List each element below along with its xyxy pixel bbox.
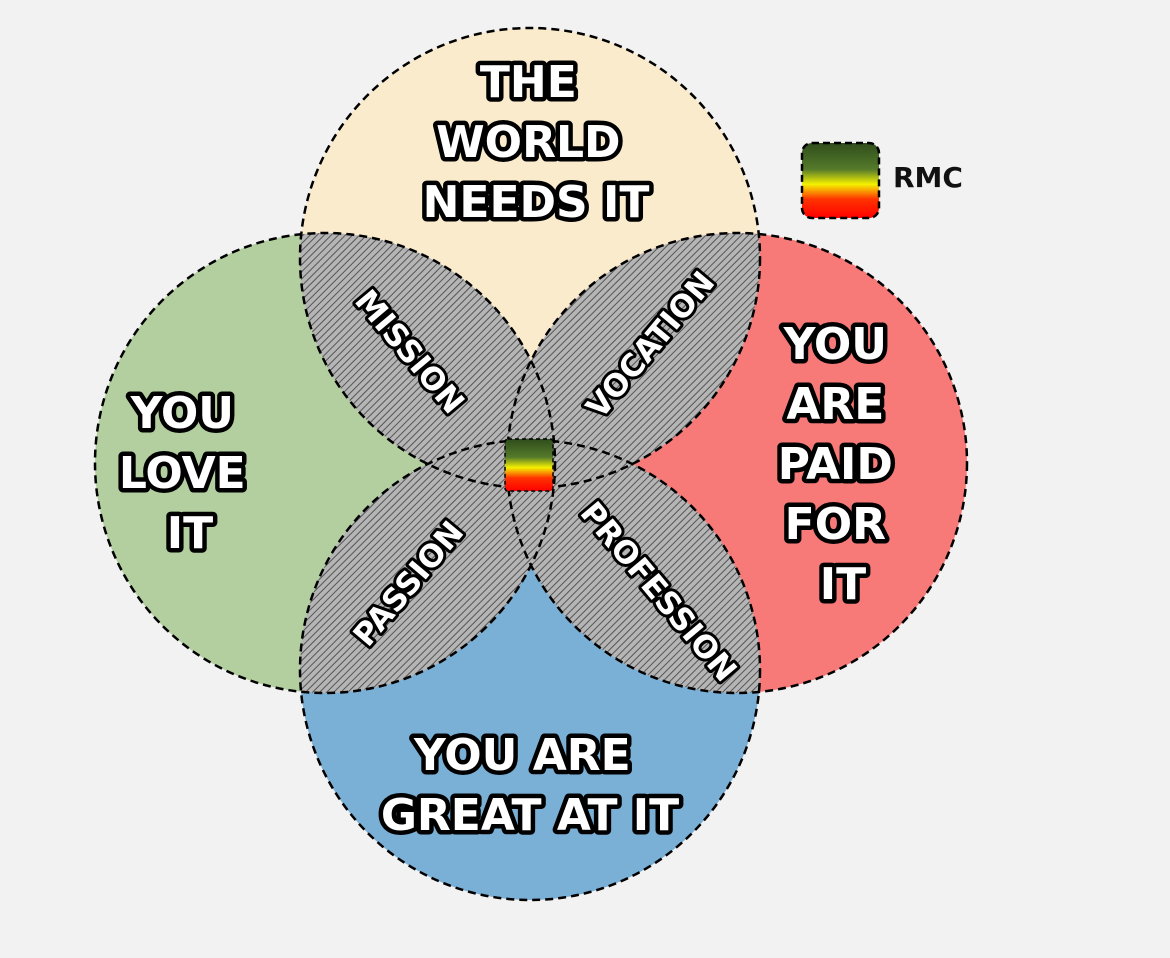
circle-left-outline [93,231,557,695]
center-rmc-square [504,438,554,492]
circle-bottom-label: YOU ARE GREAT AT IT [381,730,679,841]
circle-top-label: THE WORLD NEEDS IT [423,57,650,228]
circle-right-label: YOU ARE PAID FOR IT [778,319,908,610]
legend-rmc-label: RMC [893,161,963,194]
circle-top-outline [298,26,762,490]
legend-rmc-swatch [800,141,881,220]
circle-left-label: YOU LOVE IT [119,388,261,559]
